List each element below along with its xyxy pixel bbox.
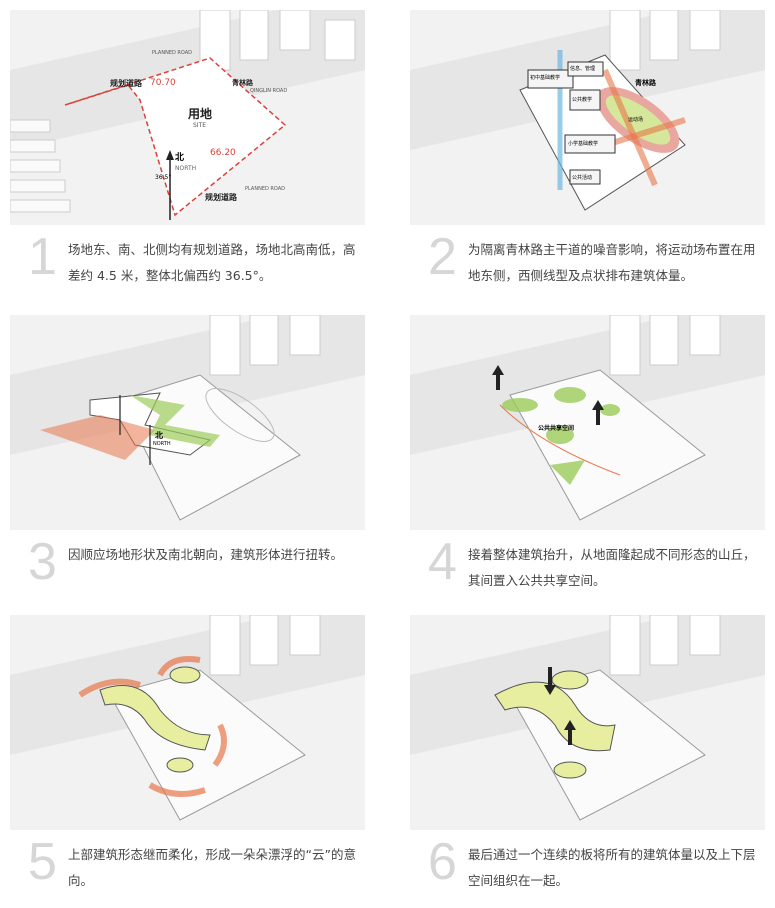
step-description: 接着整体建筑抬升，从地面隆起成不同形态的山丘，其间置入公共共享空间。 — [468, 547, 756, 588]
angle-label: 36.5° — [155, 174, 172, 181]
site-en: SITE — [193, 122, 207, 129]
shared-space-label: 公共共享空间 — [538, 425, 575, 432]
step-number: 2 — [428, 228, 457, 286]
step-number: 1 — [28, 228, 57, 286]
step-number: 4 — [428, 533, 457, 591]
admin-label: 信息、管理 — [570, 66, 596, 72]
step-number: 5 — [28, 833, 57, 891]
road-south-label: 规划道路 — [205, 193, 237, 202]
step-description: 最后通过一个连续的板将所有的建筑体量以及上下层空间组织在一起。 — [468, 847, 756, 888]
elevation-low: 66.20 — [210, 148, 236, 158]
site-analysis-diagram: 规划道路 PLANNED ROAD 青林路 QINGLIN ROAD 70.70… — [10, 10, 365, 225]
cloud-diagram — [10, 615, 365, 830]
road-east-en: QINGLIN ROAD — [250, 88, 288, 94]
sports-field-label: 运动场 — [628, 117, 644, 123]
step-5-panel: 5 上部建筑形态继而柔化，形成一朵朵漂浮的“云”的意向。 — [10, 615, 370, 908]
step-description: 为隔离青林路主干道的噪音影响，将运动场布置在用地东侧，西侧线型及点状排布建筑体量… — [468, 242, 756, 283]
site-label: 用地 — [188, 107, 213, 121]
step-description: 上部建筑形态继而柔化，形成一朵朵漂浮的“云”的意向。 — [68, 847, 356, 888]
continuous-slab-diagram — [410, 615, 765, 830]
road-north-label: 规划道路 — [110, 79, 142, 88]
elevation-high: 70.70 — [150, 78, 176, 88]
step-6-panel: 6 最后通过一个连续的板将所有的建筑体量以及上下层空间组织在一起。 — [410, 615, 770, 908]
step-number: 6 — [428, 833, 457, 891]
primary-teaching-label: 小学基础教学 — [568, 141, 599, 147]
step-description: 场地东、南、北侧均有规划道路，场地北高南低，高差约 4.5 米，整体北偏西约 3… — [68, 242, 356, 283]
north-label: 北 — [155, 431, 163, 440]
road-east-label: 青林路 — [232, 79, 253, 87]
north-en: NORTH — [153, 441, 171, 447]
road-south-en: PLANNED ROAD — [245, 186, 286, 192]
junior-teaching-label: 初中基础教学 — [530, 75, 561, 81]
hills-diagram: 公共共享空间 — [410, 315, 765, 530]
road-east-label: 青林路 — [635, 79, 656, 87]
public-activity-label: 公共活动 — [572, 175, 593, 181]
step-1-panel: 规划道路 PLANNED ROAD 青林路 QINGLIN ROAD 70.70… — [10, 10, 370, 303]
public-teaching-label: 公共教学 — [572, 97, 593, 103]
north-label: 北 — [175, 153, 185, 163]
step-4-panel: 公共共享空间 4 接着整体建筑抬升，从地面隆起成不同形态的山丘，其间置入公共共享空… — [410, 315, 770, 608]
road-north-en: PLANNED ROAD — [152, 50, 193, 56]
zoning-diagram: 初中基础教学 信息、管理 公共教学 小学基础教学 公共活动 运动场 青林路 — [410, 10, 765, 225]
step-3-panel: 北 NORTH 3 因顺应场地形状及南北朝向，建筑形体进行扭转。 — [10, 315, 370, 608]
twist-diagram: 北 NORTH — [10, 315, 365, 530]
step-number: 3 — [28, 533, 57, 591]
step-description: 因顺应场地形状及南北朝向，建筑形体进行扭转。 — [68, 547, 344, 562]
north-en: NORTH — [175, 165, 197, 172]
